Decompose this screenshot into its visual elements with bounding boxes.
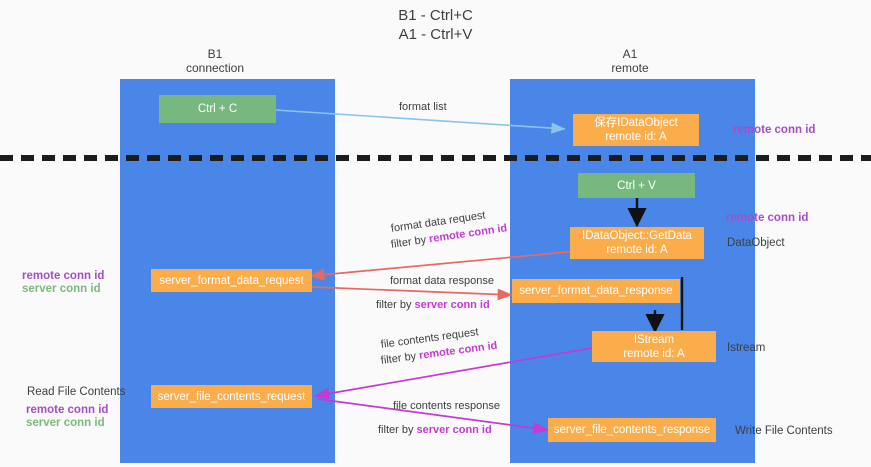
label-left-server-conn-id-bottom: server conn id [26,417,105,429]
node-server-format-data-response[interactable]: server_format_data_response [512,279,680,303]
caption-format-data-response-filter: filter by server conn id [376,298,490,313]
node-save-idataobject-line1: 保存IDataObject [594,117,678,129]
label-remote-conn-id-top: remote conn id [733,124,816,136]
caption-format-list: format list [399,101,447,113]
node-idataobject-getdata-line2: remote id: A [606,244,668,256]
node-server-file-contents-response-label: server_file_contents_response [553,424,711,436]
node-idataobject-getdata[interactable]: IDataObject::GetData remote id: A [570,227,704,259]
node-server-file-contents-response[interactable]: server_file_contents_response [548,418,716,442]
page-title: B1 - Ctrl+C A1 - Ctrl+V [0,6,871,44]
node-ctrl-c-label: Ctrl + C [197,103,238,115]
node-istream-line2: remote id: A [623,347,685,360]
caption-file-contents-request-filter-prefix: filter by [380,349,420,367]
column-header-b1-role: connection [185,61,245,75]
node-server-format-data-response-label: server_format_data_response [519,285,673,297]
node-server-format-data-request[interactable]: server_format_data_request [151,269,312,292]
label-left-remote-conn-id-mid: remote conn id [22,270,105,282]
label-read-file-contents: Read File Contents [27,386,126,398]
node-server-format-data-request-label: server_format_data_request [159,274,304,287]
column-header-a1: A1 remote [545,47,715,75]
node-istream-line1: IStream [633,333,675,346]
label-istream: Istream [727,342,766,354]
node-ctrl-c[interactable]: Ctrl + C [159,95,276,123]
label-write-file-contents: Write File Contents [735,425,833,437]
label-remote-conn-id-mid: remote conn id [726,212,809,224]
node-save-idataobject-line2: remote id: A [605,131,667,143]
label-left-server-conn-id-mid: server conn id [22,283,101,295]
phase-divider [0,155,871,161]
caption-file-contents-response-filter: filter by server conn id [378,423,492,438]
node-ctrl-v[interactable]: Ctrl + V [578,173,695,198]
title-line-1: B1 - Ctrl+C [398,7,473,24]
caption-format-data-response-filter-prefix: filter by [376,299,415,311]
caption-file-contents-response-filter-key: server conn id [416,424,492,436]
caption-format-data-response: format data response [390,275,494,287]
column-header-b1: B1 connection [130,47,300,75]
label-dataobject: DataObject [727,237,785,249]
title-line-2: A1 - Ctrl+V [398,26,473,43]
node-server-file-contents-request-label: server_file_contents_request [157,390,306,403]
caption-file-contents-response-filter-prefix: filter by [378,424,417,436]
column-header-a1-role: remote [611,61,649,75]
node-ctrl-v-label: Ctrl + V [617,179,656,192]
node-save-idataobject[interactable]: 保存IDataObject remote id: A [573,114,699,146]
caption-format-data-response-filter-key: server conn id [414,299,490,311]
caption-file-contents-response: file contents response [393,400,501,412]
node-idataobject-getdata-line1: IDataObject::GetData [582,230,692,242]
node-istream[interactable]: IStream remote id: A [592,331,716,362]
column-header-b1-name: B1 [207,47,223,61]
node-server-file-contents-request[interactable]: server_file_contents_request [151,385,312,408]
column-header-a1-name: A1 [622,47,638,61]
label-left-remote-conn-id-bottom: remote conn id [26,404,109,416]
caption-format-data-request-filter-prefix: filter by [390,233,430,251]
